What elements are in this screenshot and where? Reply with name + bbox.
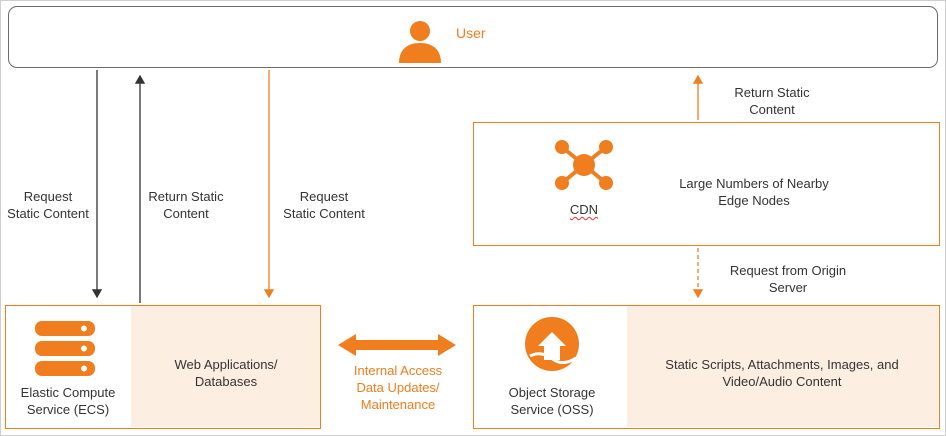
cloud-upload-icon: [525, 317, 579, 371]
oss-description-panel: [627, 306, 938, 427]
ecs-description: Web Applications/Databases: [174, 357, 278, 389]
cdn-label: CDN: [569, 202, 599, 217]
internal-access-arrow: [338, 334, 456, 356]
ecs-description-panel: [131, 306, 320, 427]
user-bar: User: [8, 6, 938, 68]
oss-description: Static Scripts, Attachments, Images, and…: [665, 357, 899, 389]
user-label: User: [456, 25, 486, 41]
server-stack-icon: [35, 321, 95, 376]
user-icon: [399, 21, 441, 63]
network-hub-icon: [555, 140, 613, 190]
